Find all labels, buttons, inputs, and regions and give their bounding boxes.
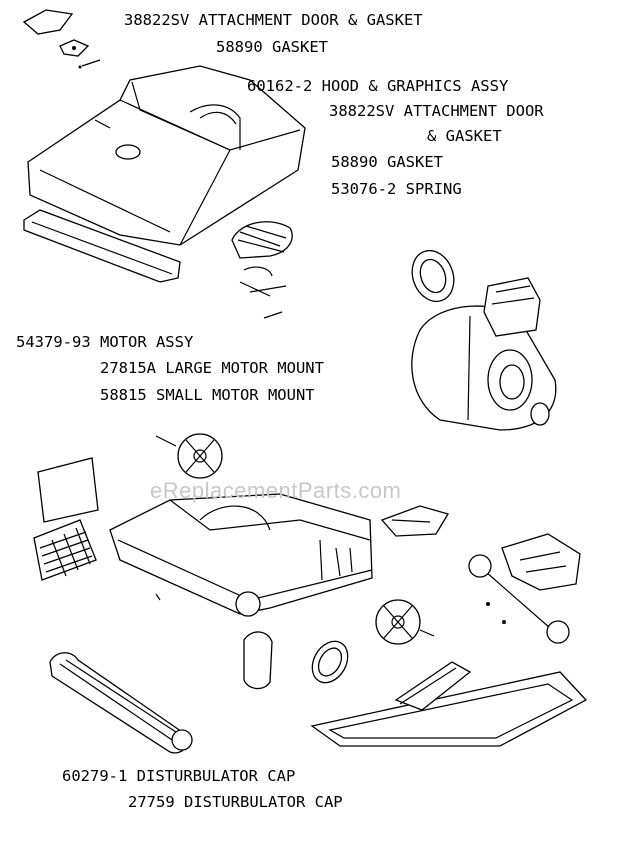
- label-large-motor-mount: 27815A LARGE MOTOR MOUNT: [100, 359, 324, 377]
- hood-gasket-part: [23, 209, 181, 283]
- wheel-part: [155, 433, 435, 645]
- label-spring: 53076-2 SPRING: [331, 180, 462, 198]
- label-attachment-door-gasket-cont: & GASKET: [427, 127, 502, 145]
- base-plate-part: [310, 661, 588, 747]
- filter-part: [33, 457, 99, 581]
- large-motor-mount-part: [411, 249, 455, 303]
- watermark: eReplacementParts.com: [150, 478, 402, 503]
- label-hood-graphics-assy: 60162-2 HOOD & GRAPHICS ASSY: [247, 77, 509, 95]
- label-small-motor-mount: 58815 SMALL MOTOR MOUNT: [100, 386, 315, 404]
- belt-part: [243, 631, 349, 690]
- motor-part: [411, 277, 557, 431]
- hood-part: [27, 65, 306, 246]
- axle-part: [468, 533, 581, 644]
- base-housing-part: [109, 493, 373, 617]
- label-disturbulator-cap-1: 60279-1 DISTURBULATOR CAP: [62, 767, 296, 785]
- label-motor-assy: 54379-93 MOTOR ASSY: [16, 333, 194, 351]
- label-gasket: 58890 GASKET: [331, 153, 443, 171]
- small-motor-mount-part: [380, 505, 449, 537]
- label-attachment-door-gasket: 38822SV ATTACHMENT DOOR & GASKET: [124, 11, 423, 29]
- attachment-door-part: [22, 9, 101, 69]
- label-gasket-top: 58890 GASKET: [216, 38, 328, 56]
- grille-part: [231, 221, 293, 319]
- label-attachment-door: 38822SV ATTACHMENT DOOR: [329, 102, 544, 120]
- brushroll-part: [49, 652, 193, 754]
- label-disturbulator-cap-2: 27759 DISTURBULATOR CAP: [128, 793, 343, 811]
